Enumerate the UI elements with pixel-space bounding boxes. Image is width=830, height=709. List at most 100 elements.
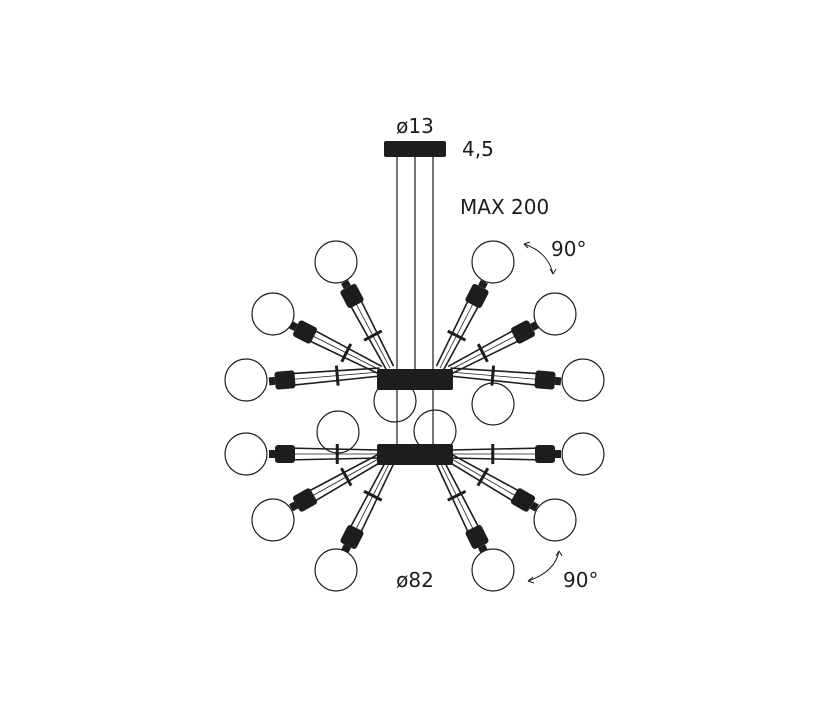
arm-clamp bbox=[363, 329, 383, 342]
arm-wire bbox=[449, 371, 546, 381]
chandelier-arm bbox=[224, 432, 381, 476]
chandelier-arm bbox=[449, 432, 605, 476]
globe-bulb-icon bbox=[373, 379, 417, 423]
max-drop-label: MAX 200 bbox=[460, 195, 549, 219]
arm-rod bbox=[284, 457, 381, 461]
globe-bulb-icon bbox=[251, 292, 295, 336]
arm-rod bbox=[450, 367, 546, 375]
chandelier-arm bbox=[251, 292, 383, 375]
arm-rod bbox=[449, 457, 546, 461]
arm-clamp bbox=[476, 343, 489, 363]
globe-bulb-icon bbox=[471, 240, 515, 284]
socket bbox=[289, 488, 318, 512]
canopy-diameter-label: ø13 bbox=[396, 114, 434, 138]
chandelier-arm bbox=[435, 240, 515, 371]
upper-rotation-label: 90° bbox=[551, 237, 586, 261]
arm-wire bbox=[304, 457, 381, 501]
arm-wire bbox=[304, 331, 381, 371]
arm-clamp bbox=[340, 467, 353, 487]
globe-bulb-icon bbox=[224, 358, 268, 402]
chandelier-arm bbox=[435, 459, 515, 592]
arm-rod bbox=[284, 447, 381, 451]
arm-wire bbox=[284, 371, 381, 381]
socket bbox=[269, 445, 295, 463]
socket bbox=[465, 279, 489, 308]
globe-bulb-icon bbox=[471, 382, 515, 426]
suspension-rods bbox=[396, 157, 434, 446]
arm-clamp bbox=[334, 365, 340, 386]
arm-rod bbox=[345, 459, 388, 535]
arm-rod bbox=[345, 298, 388, 371]
arm-wire bbox=[439, 461, 478, 538]
socket bbox=[340, 525, 364, 554]
socket bbox=[288, 320, 317, 344]
globe-bulb-icon bbox=[314, 548, 358, 592]
arm-rod bbox=[442, 298, 484, 371]
arm-wire bbox=[351, 295, 391, 369]
arm-clamp bbox=[476, 467, 490, 487]
lower-hub bbox=[377, 444, 453, 465]
arm-rod bbox=[356, 292, 395, 367]
chandelier-arm bbox=[314, 240, 395, 371]
arm-rod bbox=[449, 447, 546, 451]
chandelier-arm bbox=[251, 453, 383, 542]
globe-bulb-icon bbox=[533, 292, 577, 336]
arm-clamp bbox=[490, 365, 496, 386]
socket bbox=[340, 279, 364, 308]
socket bbox=[534, 370, 562, 390]
arm-rod bbox=[435, 463, 473, 540]
canopy-height-label: 4,5 bbox=[462, 137, 494, 161]
arm-rod bbox=[447, 325, 521, 368]
arm-wire bbox=[351, 461, 391, 538]
socket bbox=[268, 370, 296, 390]
arm-rod bbox=[284, 367, 380, 375]
socket bbox=[465, 525, 489, 554]
lower-rotation-label: 90° bbox=[563, 568, 598, 592]
curved-double-arrow-icon bbox=[527, 550, 563, 584]
arm-wire bbox=[449, 331, 524, 371]
arm-rod bbox=[301, 336, 379, 375]
lower-tier bbox=[224, 432, 605, 592]
globe-bulb-icon bbox=[413, 409, 457, 453]
socket bbox=[511, 320, 540, 344]
upper-tier bbox=[224, 240, 605, 402]
arm-rod bbox=[285, 375, 381, 387]
globe-bulb-icon bbox=[533, 498, 577, 542]
globe-bulb-icon bbox=[316, 410, 360, 454]
socket bbox=[510, 488, 539, 512]
arm-rod bbox=[442, 459, 484, 535]
globe-bulb-icon bbox=[561, 432, 605, 476]
arm-clamp bbox=[340, 343, 353, 363]
arm-rod bbox=[449, 375, 545, 387]
canopy bbox=[384, 141, 446, 157]
arm-clamp bbox=[447, 329, 467, 342]
chandelier-arm bbox=[314, 459, 395, 592]
globe-bulb-icon bbox=[471, 548, 515, 592]
chandelier-arm bbox=[224, 358, 381, 402]
globe-bulb-icon bbox=[561, 358, 605, 402]
arm-rod bbox=[301, 453, 379, 496]
arm-wire bbox=[439, 295, 478, 369]
center-bulbs bbox=[316, 379, 515, 454]
curved-double-arrow-icon bbox=[523, 241, 557, 275]
arm-rod bbox=[307, 325, 383, 368]
arm-rod bbox=[307, 460, 383, 506]
arm-rod bbox=[447, 460, 521, 506]
arm-rod bbox=[451, 336, 527, 375]
globe-bulb-icon bbox=[251, 498, 295, 542]
globe-bulb-icon bbox=[314, 240, 358, 284]
globe-bulb-icon bbox=[224, 432, 268, 476]
chandelier-arm bbox=[447, 453, 577, 542]
arm-rod bbox=[435, 292, 473, 367]
arm-rod bbox=[451, 453, 527, 496]
chandelier-arm bbox=[447, 292, 577, 375]
arm-rod bbox=[356, 463, 395, 541]
arm-wire bbox=[449, 457, 524, 501]
arm-clamp bbox=[363, 489, 383, 502]
overall-diameter-label: ø82 bbox=[396, 568, 434, 592]
arm-clamp bbox=[447, 489, 467, 502]
socket bbox=[535, 445, 561, 463]
chandelier-arm bbox=[449, 358, 605, 402]
upper-hub bbox=[377, 369, 453, 390]
